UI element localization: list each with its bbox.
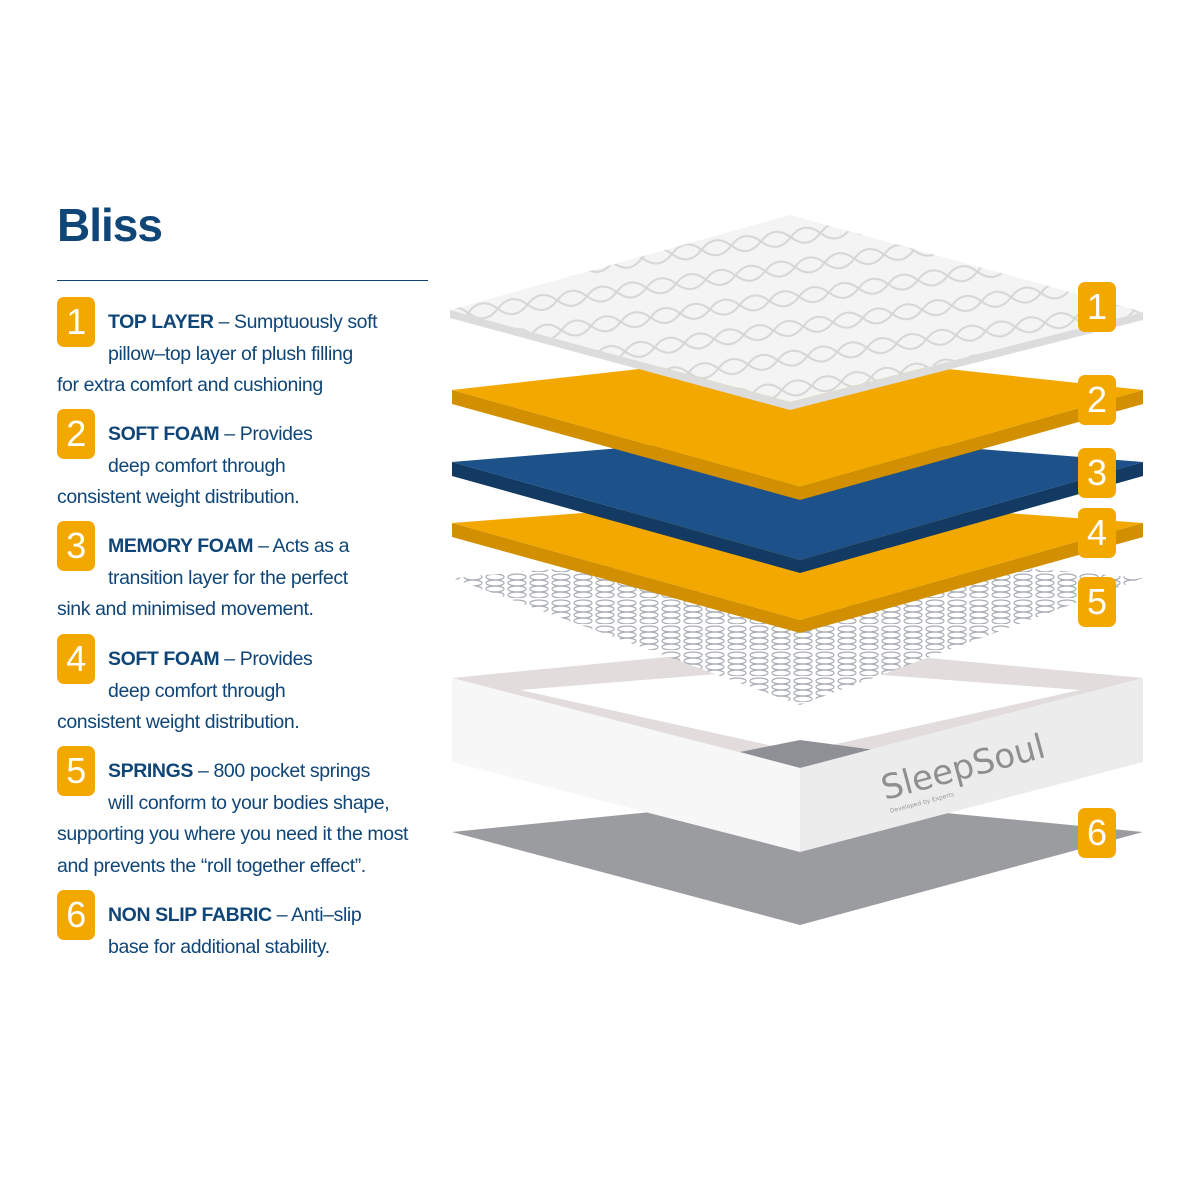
layer-badge-2: 2	[1078, 375, 1116, 425]
number-badge: 5	[57, 746, 95, 796]
number-badge: 1	[57, 297, 95, 347]
layer-text: consistent weight distribution.	[57, 486, 300, 508]
number-badge: 6	[57, 890, 95, 940]
layer-heading: SOFT FOAM	[108, 648, 220, 670]
number-badge: 3	[57, 521, 95, 571]
page-title: Bliss	[57, 199, 163, 251]
layer-text: – 800 pocket springs	[192, 760, 370, 782]
layer-badge-3: 3	[1078, 448, 1116, 498]
number-badge: 4	[57, 634, 95, 684]
layer-text: transition layer for the perfect	[108, 566, 348, 589]
layer-badge-1: 1	[1078, 282, 1116, 332]
layer-text: – Provides	[219, 423, 313, 445]
layer-text: – Sumptuously soft	[213, 311, 378, 333]
layer-description-4: 4 SOFT FOAM – Provides deep comfort throug…	[57, 634, 437, 739]
layer-badge-6: 6	[1078, 808, 1116, 858]
layer-text: for extra comfort and cushioning	[57, 374, 323, 396]
layer-text: deep comfort through	[108, 679, 286, 702]
layer-text: – Anti–slip	[271, 904, 362, 926]
layer-heading: SPRINGS	[108, 760, 193, 782]
layer-heading: MEMORY FOAM	[108, 535, 254, 557]
divider	[57, 280, 428, 281]
layer-badge-4: 4	[1078, 508, 1116, 558]
layer-text: base for additional stability.	[108, 935, 330, 958]
layer-text: deep comfort through	[108, 454, 286, 477]
layer-description-5: 5 SPRINGS – 800 pocket springs will confor…	[57, 746, 437, 882]
layer-text: sink and minimised movement.	[57, 598, 314, 620]
layer-text: and prevents the “roll together effect”.	[57, 854, 366, 877]
layer-text: pillow–top layer of plush filling	[108, 342, 353, 365]
mattress-border-box	[452, 645, 1143, 852]
layer-description-1: 1 TOP LAYER – Sumptuously soft pillow–top …	[57, 297, 437, 402]
layer-heading: SOFT FOAM	[108, 423, 220, 445]
number-badge: 2	[57, 409, 95, 459]
layer-text: will conform to your bodies shape,	[108, 791, 390, 814]
layer-heading: TOP LAYER	[108, 311, 214, 333]
layer-1-top-layer	[450, 215, 1143, 410]
layer-6-non-slip-base	[452, 798, 1143, 925]
layer-description-6: 6 NON SLIP FABRIC – Anti–slip base for add…	[57, 890, 437, 963]
layer-text: – Provides	[219, 648, 313, 670]
layer-text: supporting you where you need it the mos…	[57, 823, 409, 845]
layer-text: consistent weight distribution.	[57, 711, 300, 733]
layer-description-3: 3 MEMORY FOAM – Acts as a transition layer…	[57, 521, 437, 626]
layer-2-soft-foam	[452, 352, 1143, 500]
layer-description-2: 2 SOFT FOAM – Provides deep comfort throug…	[57, 409, 437, 514]
layer-text: – Acts as a	[253, 535, 350, 557]
layer-badge-5: 5	[1078, 577, 1116, 627]
layer-heading: NON SLIP FABRIC	[108, 904, 272, 926]
